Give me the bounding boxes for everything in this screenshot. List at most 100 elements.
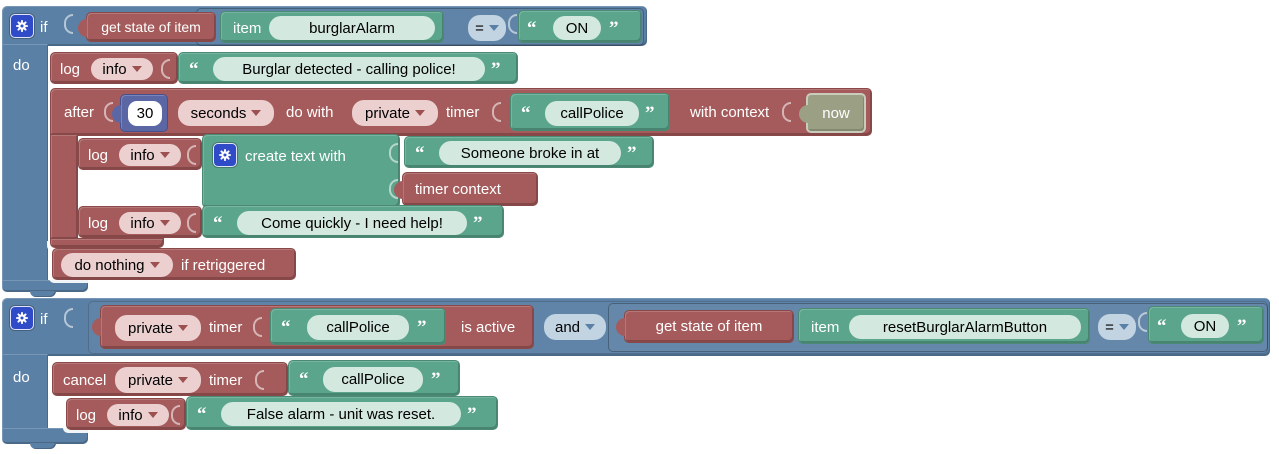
logic-operator-dropdown[interactable]: and [544,314,606,340]
open-quote: “ [415,143,425,164]
string-block-callpolice[interactable]: “ callPolice ” [510,93,670,131]
do-with-label: do with [286,104,334,121]
log-block-3[interactable]: log info [78,206,202,238]
string-field[interactable]: callPolice [307,315,409,340]
input-socket [187,213,196,233]
after-block-foot[interactable] [50,238,164,248]
input-socket [1138,312,1147,332]
input-socket [389,143,398,163]
item-block[interactable]: item burglarAlarm [220,11,444,43]
input-socket [64,308,73,328]
if-block-spine[interactable] [2,354,48,430]
log-level-dropdown[interactable]: info [91,58,153,80]
cancel-timer-block[interactable]: cancel private timer [52,362,288,396]
string-block-someone[interactable]: “ Someone broke in at ” [404,136,654,168]
chevron-down-icon [147,412,158,418]
if-block-foot[interactable] [2,280,88,292]
chevron-down-icon [251,110,262,116]
open-quote: “ [527,18,537,39]
close-quote: ” [467,404,477,425]
input-socket [389,179,398,199]
timer-label: timer [209,372,243,389]
string-block-callpolice[interactable]: “ callPolice ” [288,360,460,396]
left-connector-tab [92,318,101,336]
string-field[interactable]: callPolice [545,101,639,126]
chevron-down-icon [178,377,189,383]
string-block-on[interactable]: “ ON ” [1148,306,1264,344]
close-quote: ” [417,317,427,338]
string-field[interactable]: ON [1181,314,1229,338]
and-block-outline[interactable] [88,301,1268,354]
mutator-gear-icon[interactable] [10,306,34,330]
operator-dropdown[interactable]: = [1098,314,1136,340]
log-block-1[interactable]: log info [50,52,178,84]
retrigger-policy-block[interactable]: do nothing if retriggered [52,248,296,280]
number-block[interactable]: 30 [112,94,168,132]
timer-context-block[interactable]: timer context [394,172,538,206]
timer-scope-dropdown[interactable]: private [115,315,201,341]
log-level-dropdown[interactable]: info [119,212,181,234]
cancel-label: cancel [63,372,107,389]
is-active-label: is active [461,319,516,336]
close-quote: ” [473,213,483,234]
get-state-block[interactable]: get state of item [616,310,794,343]
mutator-gear-icon[interactable] [213,143,237,167]
string-block-burglar[interactable]: “ Burglar detected - calling police! ” [178,52,518,84]
string-field[interactable]: ON [553,16,601,40]
log-level-dropdown[interactable]: info [107,404,169,426]
chevron-down-icon [159,152,170,158]
input-socket [64,14,73,34]
item-name-field[interactable]: resetBurglarAlarmButton [849,315,1081,339]
string-field[interactable]: Burglar detected - calling police! [213,57,485,81]
string-field[interactable]: Someone broke in at [439,141,621,165]
item-name-field[interactable]: burglarAlarm [269,16,435,40]
retrigger-suffix-label: if retriggered [181,257,266,274]
input-socket [187,145,196,165]
retrigger-policy-dropdown[interactable]: do nothing [61,253,173,277]
string-block-falsealarm[interactable]: “ False alarm - unit was reset. ” [186,396,498,430]
item-label: item [811,319,840,336]
get-state-label: get state of item [655,318,763,335]
log-level-dropdown[interactable]: info [119,144,181,166]
string-field[interactable]: Come quickly - I need help! [237,211,467,235]
string-field[interactable]: callPolice [323,367,423,392]
timer-scope-dropdown[interactable]: private [115,367,201,393]
log-label: log [88,215,109,232]
open-quote: “ [213,213,223,234]
timer-label: timer [446,104,480,121]
time-unit-dropdown[interactable]: seconds [178,100,274,126]
mutator-gear-icon[interactable] [10,14,34,38]
log-block-4[interactable]: log info [66,398,186,430]
log-block-2[interactable]: log info [78,138,202,170]
string-field[interactable]: False alarm - unit was reset. [221,402,461,426]
string-block-comequickly[interactable]: “ Come quickly - I need help! ” [202,205,504,238]
if-block-foot[interactable] [2,428,88,444]
after-label: after [64,104,95,121]
chevron-down-icon [1118,324,1129,330]
input-socket [255,370,264,390]
chevron-down-icon [131,66,142,72]
string-block-on[interactable]: “ ON ” [518,10,642,43]
after-block-spine[interactable] [50,134,78,240]
item-block[interactable]: item resetBurglarAlarmButton [798,308,1090,344]
input-socket [104,102,113,122]
compare-block-outline[interactable] [608,303,1268,352]
left-connector-tab [112,105,121,123]
get-state-block[interactable]: get state of item [78,12,216,42]
string-block-callpolice[interactable]: “ callPolice ” [270,308,446,345]
open-quote: “ [189,59,199,80]
now-label: now [822,104,850,122]
if-block-spine[interactable] [2,44,48,282]
next-connector-tab [30,443,56,449]
log-label: log [88,147,109,164]
operator-dropdown[interactable]: = [468,15,506,41]
create-text-label: create text with [245,148,346,165]
timer-label: timer [209,319,243,336]
number-field[interactable]: 30 [128,101,162,126]
close-quote: ” [645,103,655,124]
left-connector-tab [616,318,625,336]
now-block[interactable]: now [799,93,866,133]
timer-scope-dropdown[interactable]: private [352,100,438,126]
create-text-block[interactable]: create text with [202,134,400,208]
